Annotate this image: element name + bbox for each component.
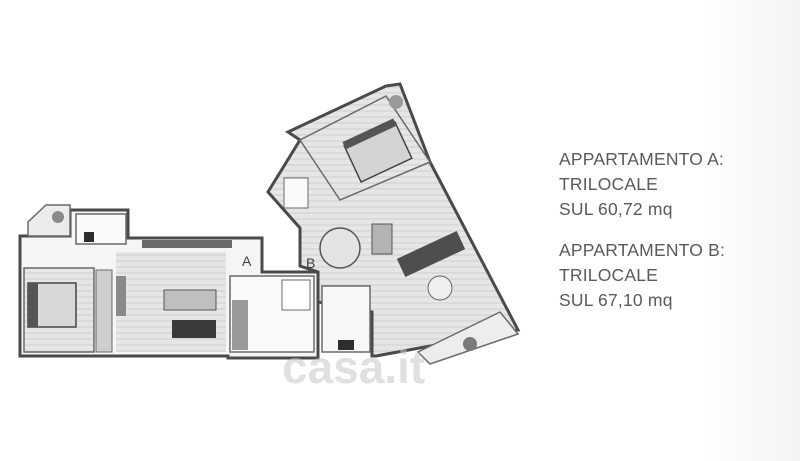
unit-b-marker: B	[306, 255, 316, 271]
apartment-b-info: APPARTAMENTO B: TRILOCALE SUL 67,10 mq	[559, 238, 725, 313]
bathroom-b	[283, 177, 309, 209]
terrace-plant-b	[463, 337, 477, 351]
apartments-summary: APPARTAMENTO A: TRILOCALE SUL 60,72 mq A…	[559, 147, 725, 329]
shelves-a2	[232, 300, 248, 350]
kitchen-island-b	[371, 223, 393, 255]
bathroom-fixture	[84, 232, 94, 242]
apartment-b-plan	[266, 82, 521, 365]
bed-headboard-b	[342, 118, 397, 150]
tv-unit-a	[116, 276, 126, 316]
balcony-plant	[52, 211, 64, 223]
apartment-b-type: TRILOCALE	[559, 265, 659, 285]
bathroom-a2	[281, 279, 311, 311]
apartment-a-area: SUL 60,72 mq	[559, 199, 673, 219]
balcony-a	[27, 204, 71, 237]
watermark: casa.it	[282, 341, 426, 393]
dining-table-a	[172, 320, 216, 338]
sofa-b	[396, 230, 466, 278]
coffee-table-b	[427, 275, 453, 301]
bed-headboard-a	[28, 283, 38, 327]
kitchen-counter-a	[142, 240, 232, 248]
apartment-b-area: SUL 67,10 mq	[559, 290, 673, 310]
apartment-a-type: TRILOCALE	[559, 174, 659, 194]
apartment-a-plan	[18, 204, 320, 360]
entry-fixture-b	[338, 340, 354, 350]
round-table-b	[319, 227, 361, 269]
closet-a	[95, 269, 113, 353]
apartment-b-title: APPARTAMENTO B:	[559, 240, 726, 260]
sofa-a	[163, 289, 217, 311]
apartment-a-title: APPARTAMENTO A:	[559, 149, 725, 169]
bathroom-a	[75, 213, 127, 245]
terrace-chair-b	[389, 95, 403, 109]
unit-a-marker: A	[242, 253, 252, 269]
right-edge-fade	[700, 0, 800, 461]
apartment-a-info: APPARTAMENTO A: TRILOCALE SUL 60,72 mq	[559, 147, 725, 222]
